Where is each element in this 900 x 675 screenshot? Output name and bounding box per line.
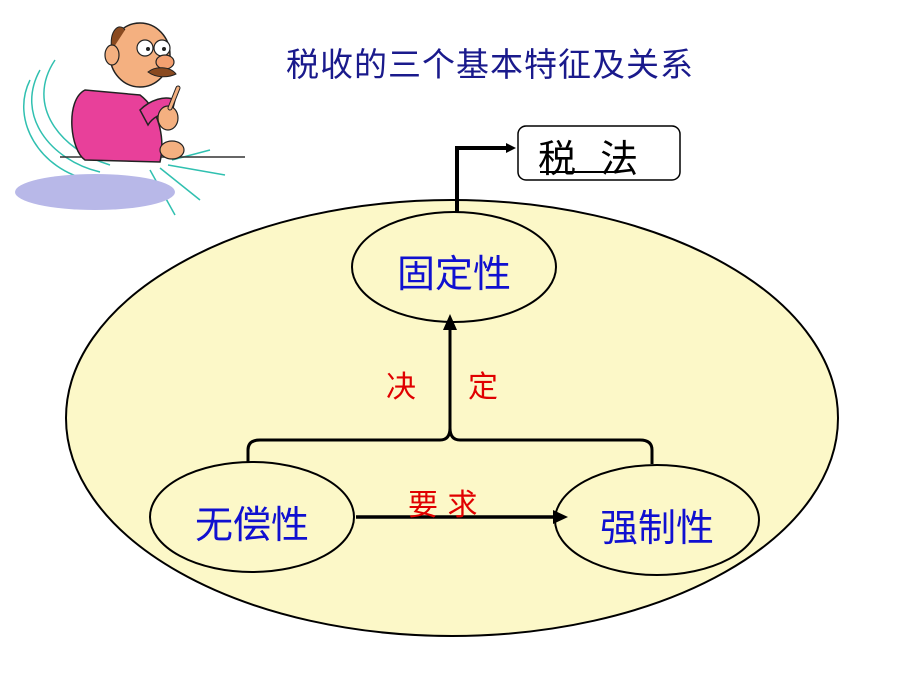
cartoon-man-clipart bbox=[15, 22, 245, 216]
node-fixed-label: 固定性 bbox=[396, 252, 511, 296]
node-compulsory-label: 强制性 bbox=[599, 506, 714, 550]
determine-arrowhead bbox=[443, 314, 457, 330]
relation-determine-right: 定 bbox=[468, 370, 498, 405]
slide-title: 税收的三个基本特征及关系 bbox=[286, 45, 694, 84]
fixed-to-law-arrow bbox=[455, 143, 516, 212]
relation-determine-left: 决 bbox=[386, 370, 416, 405]
node-free-label: 无偿性 bbox=[194, 503, 309, 547]
node-free bbox=[149, 461, 355, 573]
law-label: 税 法 bbox=[538, 137, 639, 181]
relation-require: 要 求 bbox=[408, 488, 478, 523]
law-box bbox=[517, 125, 681, 181]
node-fixed bbox=[351, 211, 557, 323]
require-arrowhead bbox=[553, 510, 568, 524]
